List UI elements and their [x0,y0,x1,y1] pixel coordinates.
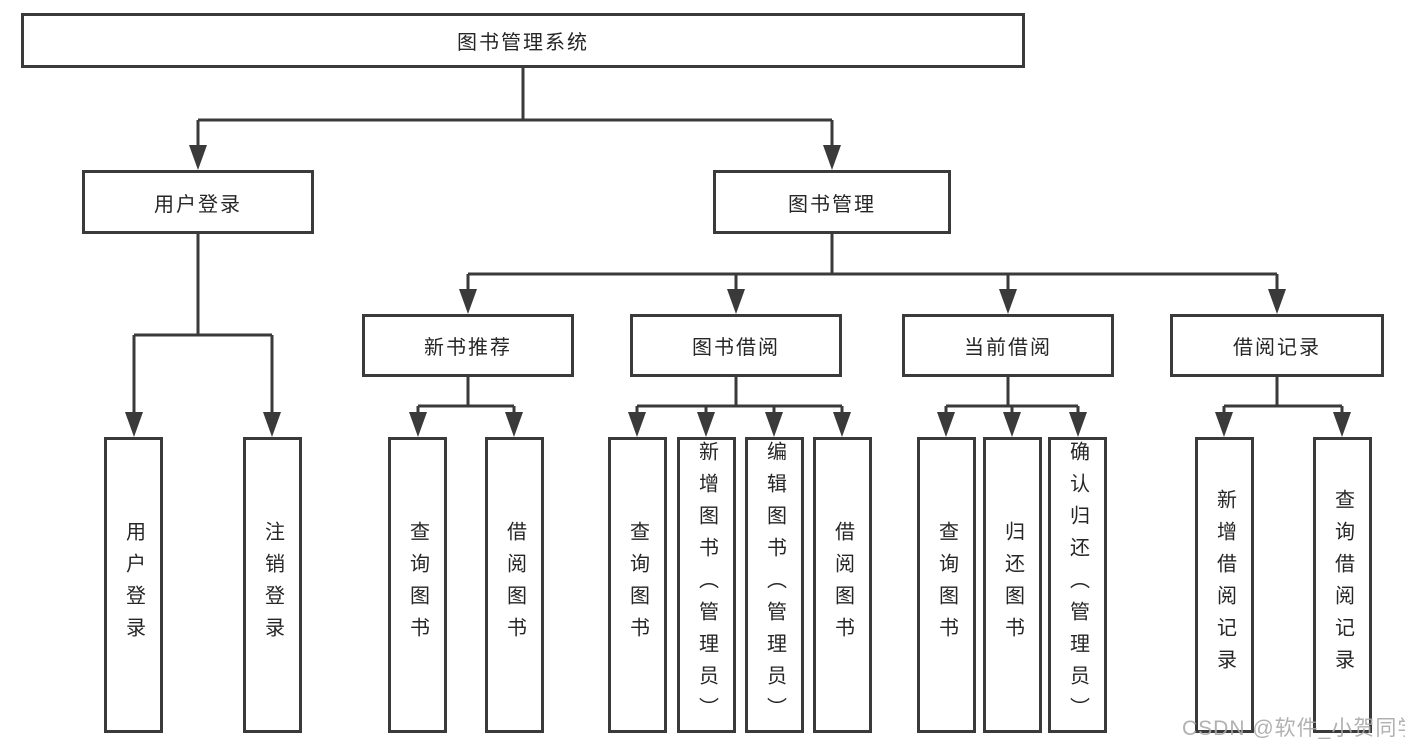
leaf-user-login: 用户登录 [104,437,163,733]
node-label: 新书推荐 [424,337,512,359]
leaf-label: 查询借阅记录 [1331,489,1354,681]
node-borrowing-records: 借阅记录 [1170,314,1384,377]
node-book-management: 图书管理 [713,170,951,234]
leaf-query-borrow-record: 查询借阅记录 [1313,437,1372,733]
leaf-label: 查询图书 [935,521,958,649]
leaf-query-book: 查询图书 [917,437,976,733]
leaf-query-book: 查询图书 [608,437,667,733]
leaf-label: 查询图书 [406,521,429,649]
leaf-label: 借阅图书 [503,521,526,649]
node-user-login: 用户登录 [82,170,314,234]
leaf-confirm-return-admin: 确认归还（管理员） [1048,437,1107,733]
node-book-borrowing: 图书借阅 [630,314,842,377]
node-label: 当前借阅 [964,337,1052,359]
node-label: 图书管理系统 [457,32,589,54]
leaf-label: 借阅图书 [831,521,854,649]
node-label: 图书管理 [788,193,876,216]
leaf-edit-book-admin: 编辑图书（管理员） [745,437,804,733]
connector-arrowheads [125,145,1351,437]
leaf-label: 确认归还（管理员） [1066,441,1089,729]
leaf-label: 归还图书 [1001,521,1024,649]
leaf-label: 编辑图书（管理员） [763,441,786,729]
leaf-label: 注销登录 [261,521,284,649]
node-label: 借阅记录 [1233,337,1321,359]
node-label: 用户登录 [154,193,242,216]
leaf-add-book-admin: 新增图书（管理员） [677,437,736,733]
leaf-label: 查询图书 [626,521,649,649]
leaf-borrow-book: 借阅图书 [485,437,544,733]
leaf-add-borrow-record: 新增借阅记录 [1195,437,1254,733]
node-current-borrowing: 当前借阅 [902,314,1114,377]
node-new-book-recommendation: 新书推荐 [362,314,574,377]
node-label: 图书借阅 [692,337,780,359]
leaf-label: 新增图书（管理员） [695,441,718,729]
leaf-label: 用户登录 [122,521,145,649]
leaf-borrow-book: 借阅图书 [813,437,872,733]
leaf-label: 新增借阅记录 [1213,489,1236,681]
watermark-text: CSDN @软件_小贺同学 [1182,717,1405,740]
node-library-system: 图书管理系统 [21,13,1025,68]
leaf-logout: 注销登录 [243,437,302,733]
leaf-return-book: 归还图书 [983,437,1042,733]
leaf-query-book: 查询图书 [388,437,447,733]
